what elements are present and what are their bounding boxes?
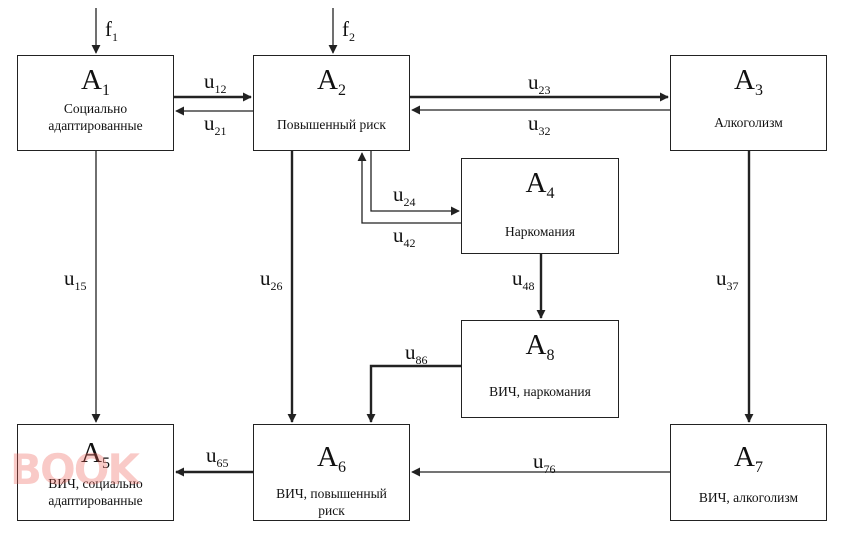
- node-a4: A4 Наркомания: [461, 158, 619, 254]
- node-a4-symbol: A4: [525, 167, 555, 202]
- arrow-u86: [366, 364, 461, 423]
- edge-u37-label: u37: [716, 266, 739, 293]
- node-a8-label: ВИЧ, наркомания: [489, 384, 591, 399]
- node-a7-symbol: A7: [734, 441, 763, 476]
- node-a6-symbol: A6: [317, 441, 346, 476]
- node-a2-symbol: A2: [317, 64, 346, 99]
- node-a3-symbol: A3: [734, 64, 763, 99]
- node-a3-label: Алкоголизм: [714, 115, 783, 130]
- edge-u76-label: u76: [533, 449, 556, 476]
- edge-u32-label: u32: [528, 111, 551, 138]
- node-a8: A8 ВИЧ, наркомания: [461, 320, 619, 418]
- node-a3: A3 Алкоголизм: [670, 55, 827, 151]
- edge-u24-label: u24: [393, 182, 416, 209]
- arrow-u24: [370, 151, 460, 216]
- node-a1-symbol: A1: [81, 64, 110, 99]
- edge-u48-label: u48: [512, 266, 535, 293]
- arrow-u42: [357, 152, 461, 224]
- edge-u23-label: u23: [528, 70, 551, 97]
- node-a7-label: ВИЧ, алкоголизм: [698, 490, 799, 505]
- node-a5-symbol: A5: [81, 437, 110, 472]
- node-a2-label: Повышенный риск: [277, 117, 386, 132]
- edge-u86-label: u86: [405, 340, 428, 367]
- input-f1-label: f1: [105, 17, 118, 44]
- edge-u21-label: u21: [204, 111, 227, 138]
- edge-u42-label: u42: [393, 223, 416, 250]
- node-a2: A2 Повышенный риск: [253, 55, 410, 151]
- input-f2-label: f2: [342, 17, 355, 44]
- edge-u15-label: u15: [64, 266, 87, 293]
- node-a4-label: Наркомания: [505, 224, 575, 239]
- node-a8-symbol: A8: [525, 329, 555, 364]
- edges-layer: [91, 8, 754, 477]
- edge-u12-label: u12: [204, 69, 227, 96]
- edge-u26-label: u26: [260, 266, 283, 293]
- edge-u65-label: u65: [206, 443, 229, 470]
- node-a7: A7 ВИЧ, алкоголизм: [670, 424, 827, 521]
